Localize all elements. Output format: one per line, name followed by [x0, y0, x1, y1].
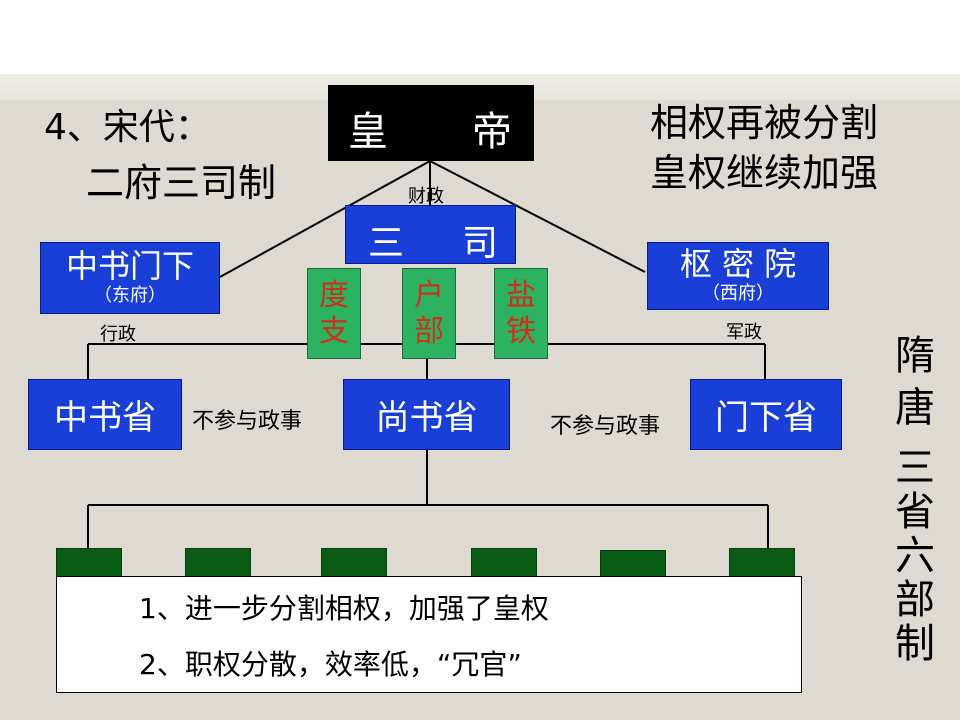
menxia-province-label: 门下省	[715, 398, 817, 438]
sansi-sub-hubu: 户 部	[402, 268, 456, 359]
side-label-char: 省	[895, 489, 935, 535]
zhongshu-province-label: 中书省	[54, 398, 156, 438]
side-label-char: 唐	[895, 385, 935, 431]
sub-yantie-line1: 盐	[506, 277, 536, 313]
zhongshumenxia-title: 中书门下	[65, 247, 194, 285]
conclusion-1: 1、进一步分割相权，加强了皇权	[139, 592, 549, 625]
zhongshumenxia-admin-label: 行政	[100, 324, 136, 345]
shumiyuan-title: 枢 密 院	[679, 245, 797, 283]
side-label-char: 三	[895, 445, 935, 491]
zhongshumenxia-box: 中书门下 （东府）	[40, 242, 220, 314]
emperor-box: 皇 帝	[328, 85, 534, 161]
sub-yantie-line2: 铁	[506, 313, 536, 349]
province-note-right: 不参与政事	[550, 414, 661, 439]
side-label-char: 制	[895, 621, 935, 667]
menxia-province-box: 门下省	[690, 379, 842, 450]
line-emperor-zhongshumenxia	[219, 160, 431, 278]
heading-number: 4、宋代：	[44, 107, 211, 148]
note-line-2: 皇权继续加强	[650, 151, 879, 195]
shangshu-province-box: 尚书省	[343, 379, 510, 450]
six-board-5	[600, 550, 666, 580]
side-label-sui-tang: 隋 唐 三 省 六 部 制	[892, 330, 938, 670]
sansi-char-2: 司	[462, 223, 499, 264]
zhongshumenxia-sub: （东府）	[94, 285, 166, 306]
six-board-1	[56, 548, 122, 580]
sansi-char-1: 三	[368, 223, 405, 264]
sub-hubu-line1: 户	[414, 277, 444, 313]
line-emperor-shumiyuan	[429, 160, 646, 273]
shumiyuan-military-label: 军政	[726, 322, 762, 343]
side-label-char: 隋	[895, 333, 935, 379]
note-line-1: 相权再被分割	[650, 101, 879, 145]
side-label-char: 六	[895, 533, 935, 579]
sub-duzhi-line1: 度	[319, 277, 349, 313]
conclusion-2: 2、职权分散，效率低，“冗官”	[139, 648, 522, 681]
emperor-char-1: 皇	[348, 109, 388, 155]
shangshu-province-label: 尚书省	[375, 398, 478, 438]
sansi-box: 三 司	[345, 205, 516, 264]
sansi-finance-label: 财政	[408, 186, 444, 207]
sub-hubu-line2: 部	[414, 313, 444, 349]
shumiyuan-sub: （西府）	[702, 283, 774, 304]
six-board-3	[321, 548, 387, 580]
heading-subtitle: 二府三司制	[86, 161, 277, 205]
six-board-6	[729, 548, 795, 580]
side-label-char: 部	[895, 577, 935, 623]
province-note-left: 不参与政事	[192, 409, 303, 434]
conclusions-panel: 1、进一步分割相权，加强了皇权 2、职权分散，效率低，“冗官”	[56, 576, 802, 693]
sansi-sub-yantie: 盐 铁	[494, 268, 548, 359]
emperor-char-2: 帝	[472, 109, 512, 155]
shumiyuan-box: 枢 密 院 （西府）	[647, 242, 829, 310]
sub-duzhi-line2: 支	[319, 313, 349, 349]
zhongshu-province-box: 中书省	[28, 379, 182, 450]
sansi-sub-duzhi: 度 支	[307, 268, 361, 359]
